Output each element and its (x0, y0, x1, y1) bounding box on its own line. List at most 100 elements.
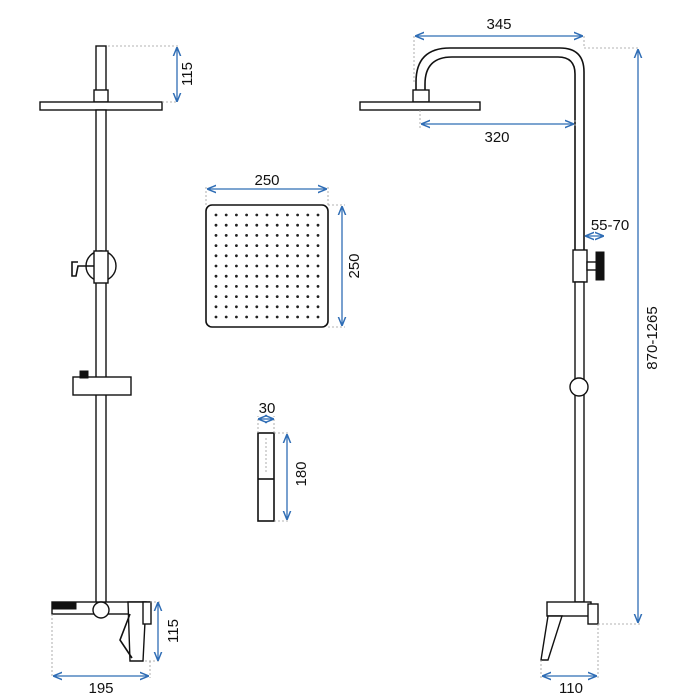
side-extension-lines (413, 36, 640, 678)
nozzle-dot (306, 223, 310, 227)
nozzle-dot (296, 305, 299, 309)
nozzle-dot (316, 234, 320, 237)
nozzle-dot (265, 264, 269, 268)
side-rain-head (359, 101, 481, 111)
nozzle-dot (296, 285, 299, 288)
side-head-connector (412, 89, 430, 103)
front-view (39, 45, 163, 662)
nozzle-dot (235, 223, 238, 227)
nozzle-dot (275, 244, 279, 248)
front-rain-head (39, 101, 163, 111)
nozzle-dot (245, 285, 249, 288)
front-mixer-lever (119, 613, 133, 659)
nozzle-dot (275, 285, 279, 288)
dim-side-bracket-label: 55-70 (591, 217, 629, 234)
nozzle-dot (235, 285, 238, 288)
side-lower-column (574, 281, 585, 603)
nozzle-dot (296, 234, 299, 237)
front-wall-plate (142, 601, 152, 625)
nozzle-dot (316, 315, 320, 319)
nozzle-dot (275, 223, 279, 227)
nozzle-dot (255, 295, 259, 298)
nozzle-dot (316, 223, 320, 227)
dim-side-total-height-label: 870-1265 (644, 306, 661, 369)
nozzle-dot (245, 295, 249, 298)
nozzle-dot (245, 315, 249, 319)
dim-hand-width-label: 30 (259, 400, 276, 417)
front-soap-tray-clip (79, 370, 89, 379)
nozzle-dot (214, 295, 218, 298)
hand-shower-outline (257, 432, 275, 522)
nozzle-dot (235, 295, 238, 298)
hand-shower-view (257, 432, 275, 522)
front-head-connector (93, 89, 109, 103)
front-top-pipe (95, 45, 107, 93)
nozzle-dot (306, 234, 310, 237)
front-mixer-handle (127, 601, 147, 662)
nozzle-dot (224, 244, 228, 248)
nozzle-dot (224, 315, 228, 319)
nozzle-dot (265, 274, 269, 278)
nozzle-dot (255, 254, 259, 258)
nozzle-dot (255, 315, 259, 319)
nozzle-dot (286, 315, 289, 319)
nozzle-dot (235, 315, 238, 319)
nozzle-dot (316, 295, 320, 298)
nozzle-dot (224, 274, 228, 278)
nozzle-dot (306, 213, 310, 217)
front-soap-tray (72, 376, 132, 396)
nozzle-dot (306, 274, 310, 278)
nozzle-dot (245, 244, 249, 248)
nozzle-dot (265, 213, 269, 217)
nozzle-dot (316, 213, 320, 217)
nozzle-dot (255, 285, 259, 288)
nozzle-dot (286, 295, 289, 298)
nozzle-dot (286, 274, 289, 278)
nozzle-dot (235, 213, 238, 217)
nozzle-dot (214, 254, 218, 258)
nozzle-dot (235, 274, 238, 278)
side-slider-knob (569, 377, 589, 397)
nozzle-dot (316, 285, 320, 288)
nozzle-dot (306, 254, 310, 258)
nozzle-dot (296, 295, 299, 298)
dim-front-top-height-label: 115 (179, 62, 196, 86)
nozzle-dot (265, 223, 269, 227)
nozzle-dot (214, 315, 218, 319)
dim-head-height-label: 250 (346, 253, 363, 278)
nozzle-dot (275, 254, 279, 258)
nozzle-dot (214, 285, 218, 288)
nozzle-dot (245, 234, 249, 237)
nozzle-dot (286, 244, 289, 248)
side-arm-inner (424, 56, 576, 250)
dim-side-depth-label: 110 (559, 680, 583, 697)
nozzle-dot (224, 213, 228, 217)
nozzle-dot (235, 305, 238, 309)
nozzle-dot (214, 244, 218, 248)
nozzle-dot (275, 213, 279, 217)
dim-side-reach-label: 345 (486, 16, 511, 33)
side-bracket-body (572, 249, 588, 283)
rain-head-nozzles (214, 213, 320, 319)
side-wall-plate (587, 603, 599, 625)
nozzle-dot (255, 223, 259, 227)
front-extension-lines (51, 45, 178, 678)
nozzle-dot (265, 315, 269, 319)
dim-front-width-label: 195 (88, 680, 113, 697)
nozzle-dot (286, 234, 289, 237)
nozzle-dot (296, 223, 299, 227)
nozzle-dot (275, 305, 279, 309)
nozzle-dot (286, 254, 289, 258)
nozzle-dot (224, 295, 228, 298)
nozzle-dot (275, 295, 279, 298)
nozzle-dot (224, 234, 228, 237)
nozzle-dot (306, 305, 310, 309)
dim-head-width-label: 250 (254, 172, 279, 189)
nozzle-dot (245, 264, 249, 268)
nozzle-dot (316, 305, 320, 309)
nozzle-dot (275, 274, 279, 278)
nozzle-dot (235, 254, 238, 258)
front-main-column (95, 109, 107, 608)
nozzle-dot (306, 264, 310, 268)
nozzle-dot (316, 264, 320, 268)
